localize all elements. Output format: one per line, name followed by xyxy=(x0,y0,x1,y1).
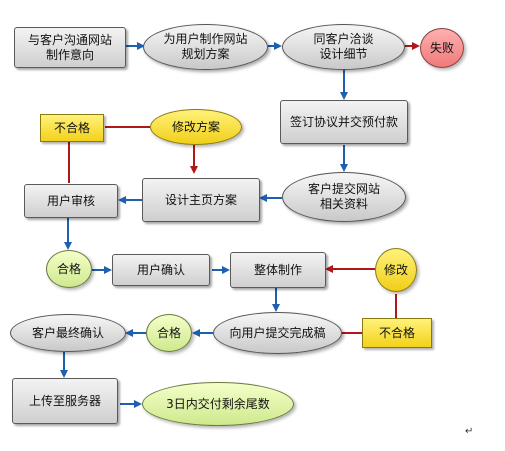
node-negotiate-details: 同客户洽谈 设计细节 xyxy=(282,24,405,70)
node-user-review: 用户审核 xyxy=(24,184,118,218)
node-client-submit-materials: 客户提交网站 相关资料 xyxy=(282,172,406,222)
node-client-final-confirm: 客户最终确认 xyxy=(10,314,126,352)
node-modify: 修改 xyxy=(375,248,417,292)
node-pass-2: 合格 xyxy=(146,314,192,352)
node-sign-agreement: 签订协议并交预付款 xyxy=(280,100,408,144)
node-pass-1: 合格 xyxy=(46,250,92,288)
node-submit-final-draft: 向用户提交完成稿 xyxy=(213,312,342,354)
node-pay-balance: 3日内交付剩余尾数 xyxy=(142,382,294,426)
node-plan-proposal: 为用户制作网站 规划方案 xyxy=(143,24,268,70)
node-modify-proposal: 修改方案 xyxy=(150,109,242,145)
node-user-confirm: 用户确认 xyxy=(112,254,210,286)
node-fail: 失败 xyxy=(420,28,464,68)
node-communicate-intent: 与客户沟通网站 制作意向 xyxy=(14,27,126,68)
node-upload-server: 上传至服务器 xyxy=(12,378,118,424)
node-reject-1: 不合格 xyxy=(40,114,104,142)
node-full-build: 整体制作 xyxy=(230,252,326,288)
paragraph-mark: ↵ xyxy=(465,426,474,437)
node-reject-2: 不合格 xyxy=(362,318,432,348)
node-design-homepage: 设计主页方案 xyxy=(142,178,260,222)
